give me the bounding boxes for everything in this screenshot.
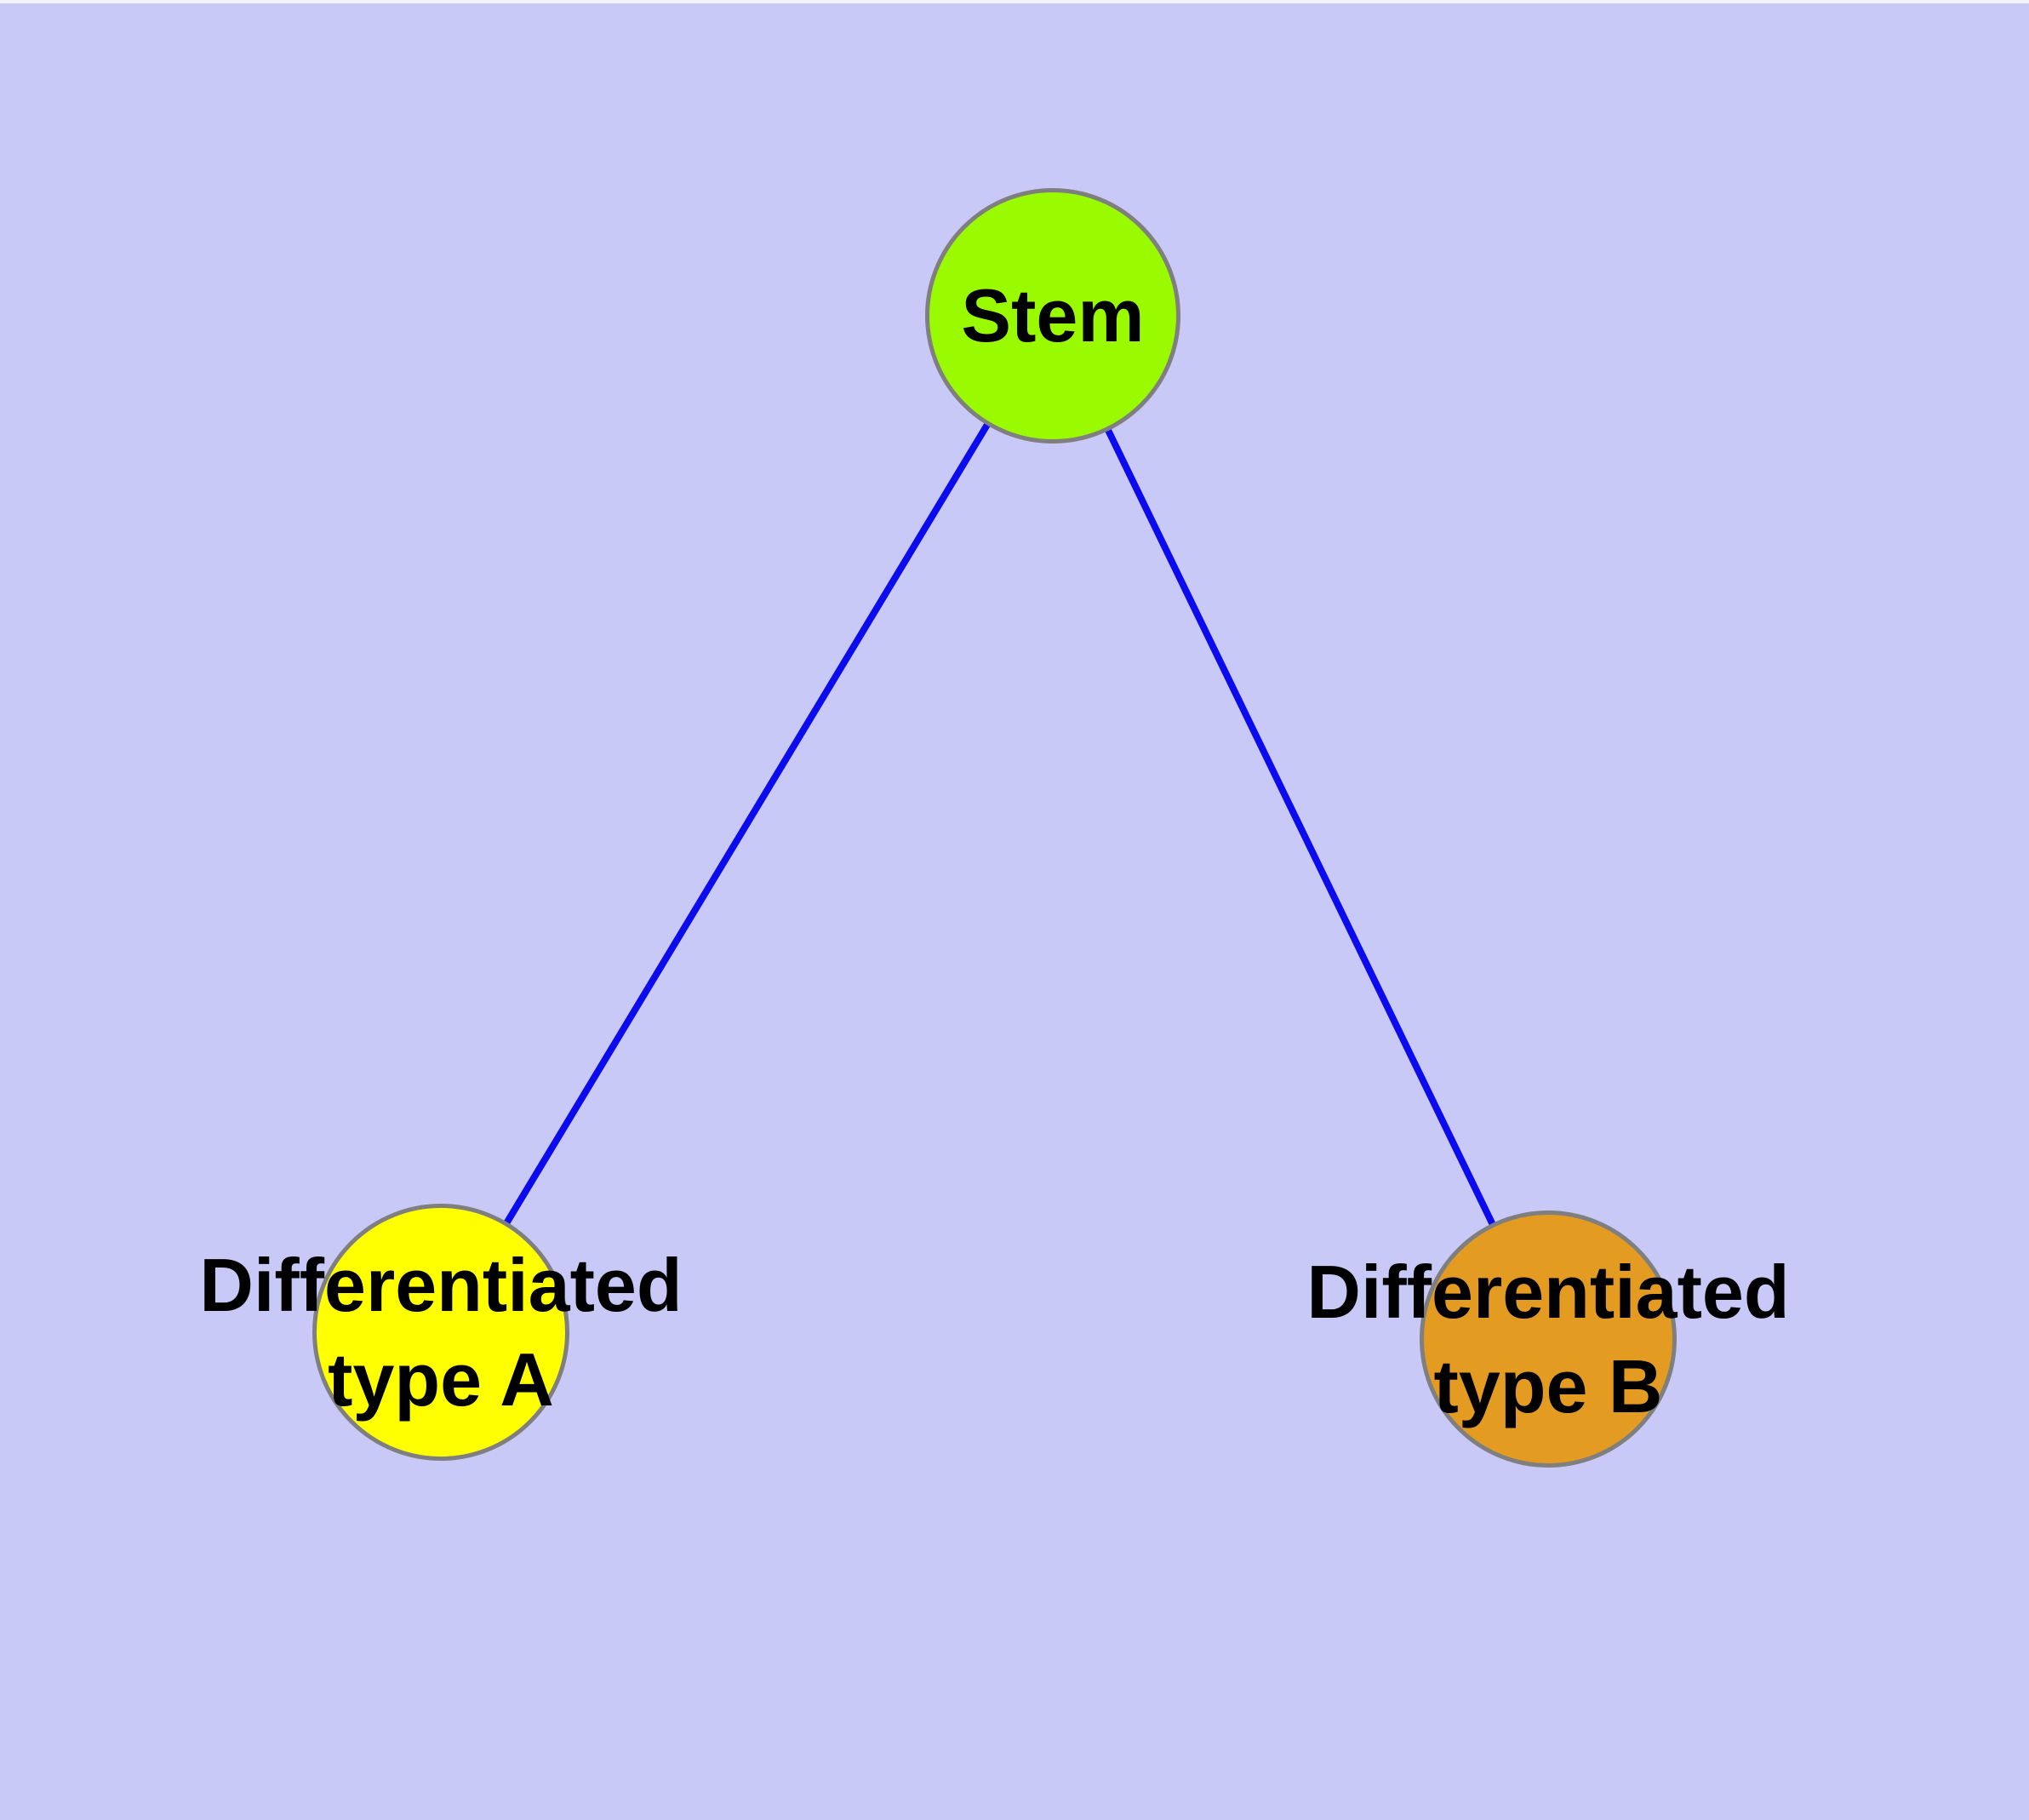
edge-stem-to-type-a[interactable] bbox=[437, 313, 1056, 1335]
top-border-strip bbox=[0, 0, 2029, 3]
node-differentiated-type-b[interactable] bbox=[1420, 1210, 1677, 1468]
node-differentiated-type-a[interactable] bbox=[312, 1204, 569, 1461]
node-stem[interactable] bbox=[925, 188, 1180, 444]
edge-stem-to-type-b[interactable] bbox=[1049, 314, 1552, 1341]
